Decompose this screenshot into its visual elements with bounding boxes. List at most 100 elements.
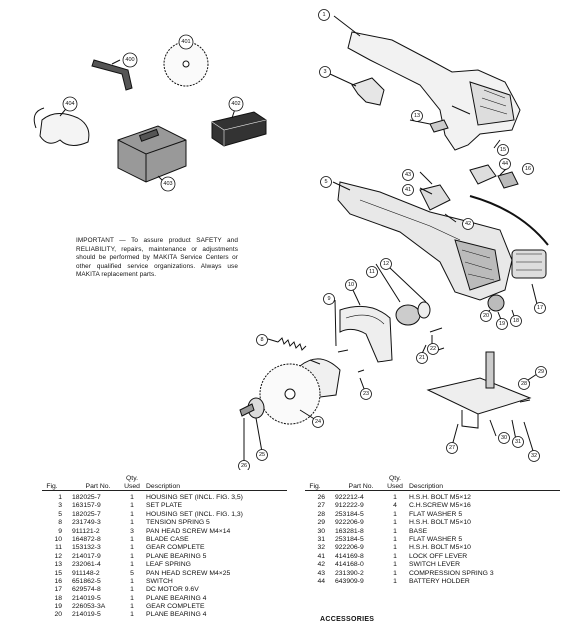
- qty-cell: 1: [130, 611, 134, 619]
- svg-text:402: 402: [231, 101, 240, 107]
- callout-10: 10: [345, 279, 357, 291]
- bolt-part: [239, 403, 255, 417]
- callout-400: 400: [122, 52, 138, 68]
- fig-cell: 5: [58, 510, 62, 518]
- svg-text:10: 10: [348, 282, 354, 288]
- svg-text:27: 27: [449, 445, 455, 451]
- svg-text:404: 404: [65, 101, 74, 107]
- part-no-cell: 911121-2: [72, 527, 100, 535]
- callout-43: 43: [402, 169, 414, 181]
- gear-complete-part: [487, 294, 505, 312]
- callout-42: 42: [462, 218, 474, 230]
- svg-text:30: 30: [501, 435, 507, 441]
- fig-cell: 16: [54, 577, 62, 585]
- base-part: [426, 351, 532, 429]
- part-no-cell: 214017-9: [72, 552, 101, 560]
- svg-text:400: 400: [125, 57, 134, 63]
- callout-13: 13: [411, 110, 423, 122]
- svg-text:19: 19: [499, 321, 505, 327]
- svg-text:31: 31: [515, 439, 521, 445]
- callout-41: 41: [402, 184, 414, 196]
- fig-cell: 30: [317, 527, 325, 535]
- callout-26: 26: [238, 460, 250, 470]
- svg-text:32: 32: [531, 453, 537, 459]
- qty-cell: 1: [130, 519, 134, 527]
- safety-goggles-accessory: [33, 107, 90, 146]
- gear-part: [395, 301, 431, 326]
- qty-cell: 1: [130, 594, 134, 602]
- callout-32: 32: [528, 450, 540, 462]
- svg-text:1: 1: [322, 12, 325, 18]
- callout-19: 19: [496, 318, 508, 330]
- svg-text:401: 401: [181, 39, 190, 45]
- part-no-cell: 182025-7: [72, 494, 101, 501]
- callout-9: 9: [323, 293, 335, 305]
- description-cell: H.S.H. BOLT M5×10: [409, 519, 471, 527]
- qty-cell: 1: [393, 561, 397, 569]
- description-cell: PLANE BEARING 4: [146, 594, 207, 602]
- callout-404: 404: [62, 96, 78, 112]
- callout-31: 31: [512, 436, 524, 448]
- description-cell: GEAR COMPLETE: [146, 544, 205, 552]
- part-no-cell: 163281-8: [335, 527, 364, 535]
- part-no-cell: 214019-5: [72, 594, 101, 602]
- leaf-spring-part: [429, 119, 449, 133]
- description-cell: BLADE CASE: [146, 535, 189, 543]
- description-cell: LOCK OFF LEVER: [409, 552, 468, 560]
- svg-text:17: 17: [537, 305, 543, 311]
- svg-text:26: 26: [241, 463, 247, 469]
- fig-cell: 31: [317, 535, 325, 543]
- hex-wrench-accessory: [91, 59, 133, 91]
- svg-text:3: 3: [323, 69, 326, 75]
- callout-11: 11: [366, 266, 378, 278]
- set-plate-part: [351, 77, 385, 106]
- description-cell: SWITCH LEVER: [409, 561, 460, 569]
- fig-cell: 10: [54, 535, 62, 543]
- qty-cell: 4: [393, 502, 397, 510]
- svg-text:41: 41: [405, 187, 411, 193]
- fig-cell: 19: [54, 603, 62, 611]
- qty-cell: 1: [130, 544, 134, 552]
- svg-text:16: 16: [525, 166, 531, 172]
- part-no-cell: 651862-5: [72, 577, 101, 585]
- callout-402: 402: [228, 96, 244, 112]
- housing-bottom-part: [337, 181, 513, 301]
- fig-cell: 11: [54, 544, 62, 552]
- qty-cell: 1: [130, 561, 134, 569]
- part-no-cell: 182025-7: [72, 510, 101, 518]
- description-cell: H.S.H. BOLT M5×10: [409, 544, 471, 552]
- description-cell: C.H.SCREW M5×16: [409, 502, 471, 510]
- description-cell: TENSION SPRING 5: [146, 519, 210, 527]
- fig-cell: 8: [58, 519, 62, 527]
- callout-23: 23: [360, 388, 372, 400]
- part-no-cell: 164872-8: [72, 535, 101, 543]
- fig-cell: 29: [317, 519, 325, 527]
- qty-cell: 1: [130, 502, 134, 510]
- part-no-cell: 153132-3: [72, 544, 101, 552]
- description-cell: HOUSING SET (INCL. FIG. 1,3): [146, 510, 243, 518]
- callout-1: 1: [318, 9, 330, 21]
- charger-accessory: [117, 125, 187, 183]
- svg-text:24: 24: [315, 419, 321, 425]
- svg-text:5: 5: [324, 179, 327, 185]
- qty-cell: 1: [393, 527, 397, 535]
- description-cell: PLANE BEARING 5: [146, 552, 207, 560]
- callout-30: 30: [498, 432, 510, 444]
- svg-text:13: 13: [414, 113, 420, 119]
- svg-text:44: 44: [502, 161, 508, 167]
- svg-text:8: 8: [260, 337, 263, 343]
- description-cell: SET PLATE: [146, 502, 183, 510]
